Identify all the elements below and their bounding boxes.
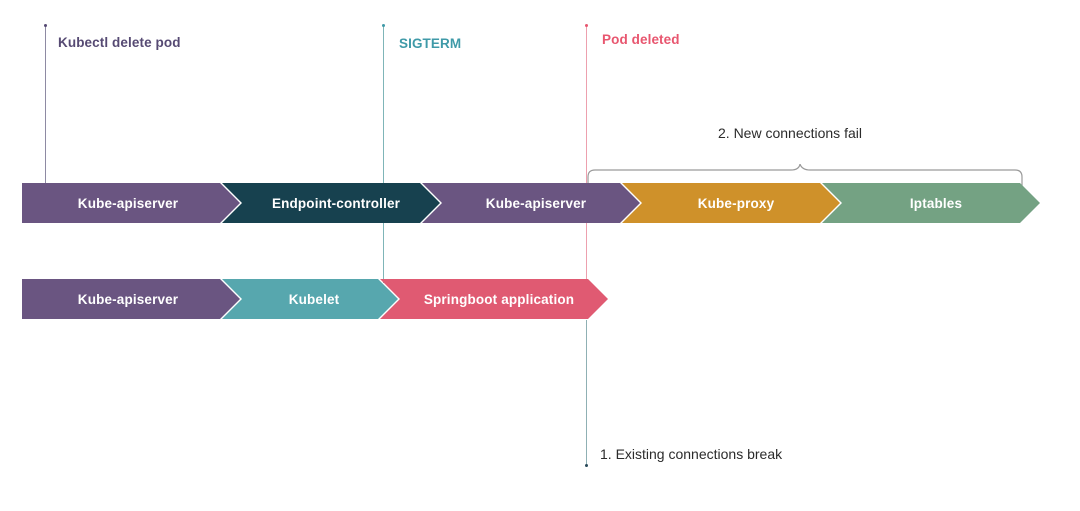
segment-iptables[interactable]: Iptables — [822, 183, 1040, 223]
marker-line-existing-connections — [586, 320, 587, 467]
segment-kube-apiserver-3[interactable]: Kube-apiserver — [22, 279, 240, 319]
segment-endpoint-controller[interactable]: Endpoint-controller — [222, 183, 440, 223]
segment-label-kube-apiserver-3: Kube-apiserver — [77, 291, 179, 307]
brace-new-connections-fail — [587, 164, 1023, 187]
marker-line-sigterm — [383, 25, 384, 283]
segment-kube-proxy[interactable]: Kube-proxy — [622, 183, 840, 223]
segment-label-kube-proxy: Kube-proxy — [697, 195, 775, 211]
segment-springboot-application[interactable]: Springboot application — [380, 279, 608, 319]
node-chain: Springboot application Kubelet Kube-apis… — [0, 279, 1080, 319]
control-plane-chain: Iptables Kube-proxy Kube-apiserver Endpo… — [0, 183, 1080, 223]
segment-kube-apiserver-1[interactable]: Kube-apiserver — [22, 183, 240, 223]
marker-dot-kubectl-delete-pod — [44, 24, 47, 27]
annotation-existing-connections-break: 1. Existing connections break — [600, 446, 783, 462]
segment-label-springboot-application: Springboot application — [423, 291, 575, 307]
marker-line-kubectl-delete-pod — [45, 25, 46, 200]
annotation-new-connections-fail: 2. New connections fail — [718, 125, 862, 141]
marker-label-pod-deleted: Pod deleted — [602, 32, 680, 47]
marker-dot-sigterm — [382, 24, 385, 27]
segment-label-kubelet: Kubelet — [288, 291, 340, 307]
marker-line-pod-deleted — [586, 25, 587, 283]
segment-label-kube-apiserver-2: Kube-apiserver — [485, 195, 587, 211]
marker-dot-existing-connections — [585, 464, 588, 467]
segment-kubelet[interactable]: Kubelet — [222, 279, 398, 319]
segment-label-iptables: Iptables — [909, 195, 963, 211]
segment-label-kube-apiserver-1: Kube-apiserver — [77, 195, 179, 211]
marker-label-sigterm: SIGTERM — [399, 36, 462, 51]
segment-label-endpoint-controller: Endpoint-controller — [271, 195, 401, 211]
segment-kube-apiserver-2[interactable]: Kube-apiserver — [422, 183, 640, 223]
marker-dot-pod-deleted — [585, 24, 588, 27]
marker-label-kubectl-delete-pod: Kubectl delete pod — [58, 35, 181, 50]
